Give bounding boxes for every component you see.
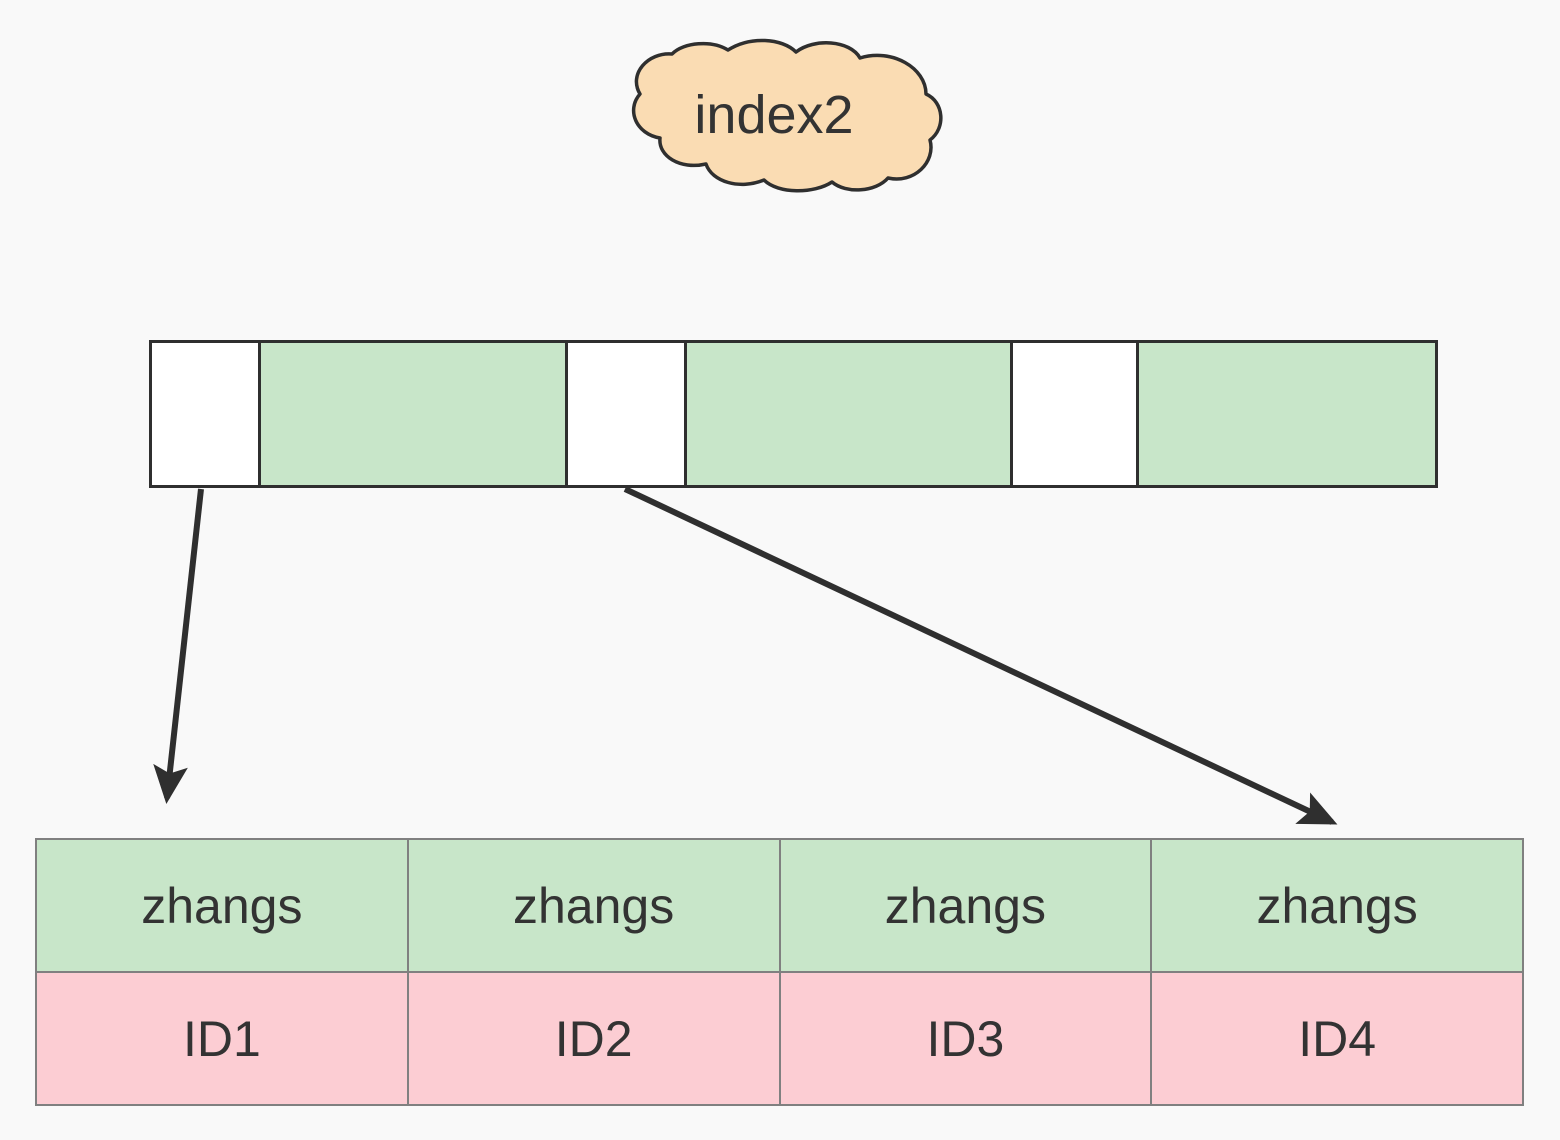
- strip-cell-1[interactable]: [260, 343, 569, 485]
- strip-cell-5[interactable]: [1138, 343, 1435, 485]
- table-cell-id-2[interactable]: ID3: [778, 971, 1153, 1106]
- table-cell-id-3[interactable]: ID4: [1150, 971, 1524, 1106]
- name-value-2: zhangs: [884, 877, 1046, 934]
- strip-cell-3[interactable]: [686, 343, 1013, 485]
- table-row-id: ID1 ID2 ID3 ID4: [35, 971, 1524, 1106]
- strip-cell-0[interactable]: [152, 343, 261, 485]
- cloud-icon: [631, 38, 943, 193]
- strip-cell-2[interactable]: [568, 343, 687, 485]
- id-value-0: ID1: [182, 1010, 261, 1067]
- name-value-0: zhangs: [141, 877, 303, 934]
- id-value-3: ID4: [1298, 1010, 1377, 1067]
- table-cell-name-0[interactable]: zhangs: [35, 838, 409, 973]
- index-page-strip[interactable]: [149, 340, 1438, 488]
- table-cell-name-3[interactable]: zhangs: [1150, 838, 1524, 973]
- table-cell-id-1[interactable]: ID2: [406, 971, 781, 1106]
- name-value-1: zhangs: [513, 877, 675, 934]
- table-row-name: zhangs zhangs zhangs zhangs: [35, 838, 1524, 973]
- id-value-1: ID2: [554, 1010, 633, 1067]
- table-cell-name-2[interactable]: zhangs: [778, 838, 1153, 973]
- name-value-3: zhangs: [1256, 877, 1418, 934]
- table-cell-name-1[interactable]: zhangs: [406, 838, 781, 973]
- arrow-to-id4: [623, 486, 1338, 825]
- cloud-node-index2[interactable]: index2: [600, 36, 948, 194]
- record-table: zhangs zhangs zhangs zhangs ID1 ID2 ID3 …: [35, 838, 1524, 1106]
- id-value-2: ID3: [926, 1010, 1005, 1067]
- arrow-to-id1: [153, 488, 204, 804]
- table-cell-id-0[interactable]: ID1: [35, 971, 409, 1106]
- strip-cell-4[interactable]: [1012, 343, 1139, 485]
